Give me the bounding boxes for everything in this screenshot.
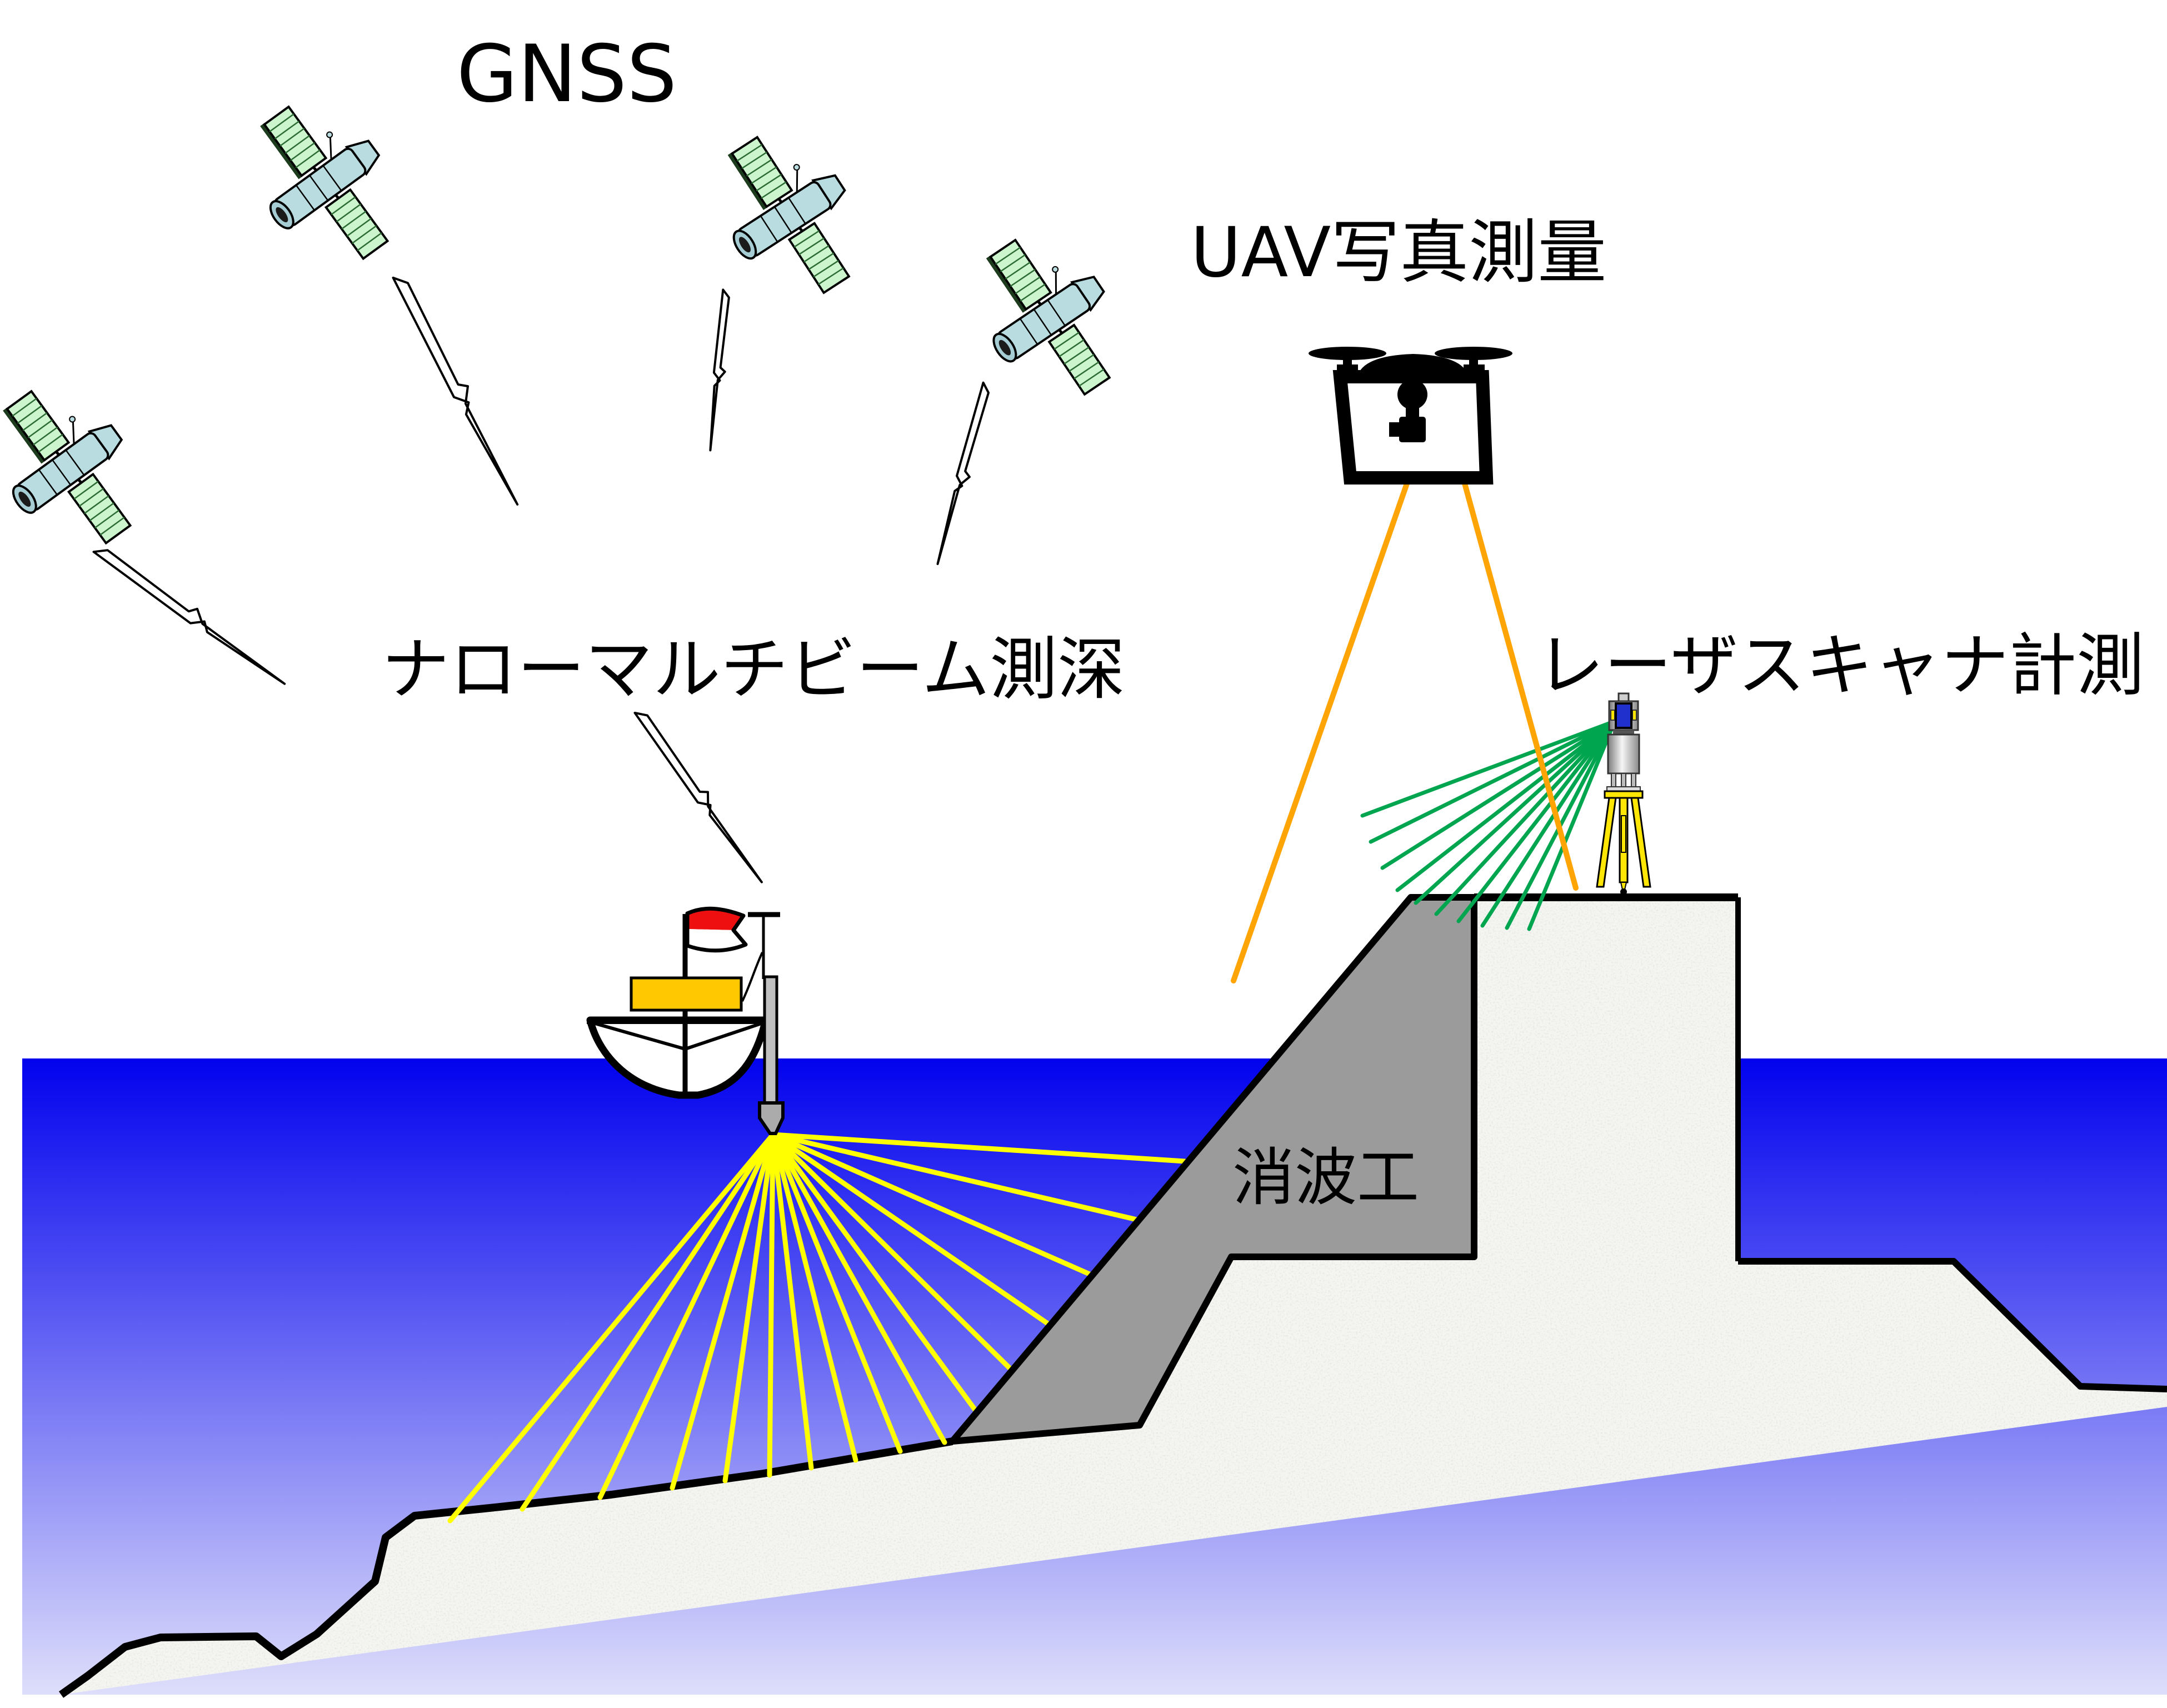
sonar-beam [770,1132,1099,1280]
laser-label: レーザスキャナ計測 [1536,626,2144,705]
laser-beam [1395,719,1617,892]
uav-camera-rays [1231,471,1579,983]
gnss-signal-bolt-icon [936,381,990,565]
laser-beam [1456,719,1617,923]
sonar-beam [770,1132,947,1445]
laser-beam [1380,719,1617,870]
laser-scanner-fan [1360,719,1617,931]
boat-cable [741,952,763,1002]
gnss-signal-bolt-icon [709,288,730,452]
laser-beam [1360,719,1617,818]
scanner-tripod [1596,790,1651,895]
sonar-beam [770,1132,986,1424]
sonar-beam [770,1132,1142,1223]
laser-beam [1434,719,1617,916]
breakwater-wall: 消波工 [949,894,1477,1445]
multibeam-fan [447,1132,1187,1524]
sonar-head [758,1101,785,1135]
laser-beam [1414,719,1617,905]
sonar-beam [770,1132,1187,1164]
uav-label: UAV写真測量 [1191,213,1606,293]
survey-boat [586,906,785,1135]
multibeam-label: ナローマルチビーム測深 [382,630,1125,709]
breakwater-label: 消波工 [1232,1142,1419,1214]
seabed-ground [58,893,2167,1698]
sonar-beam [447,1132,776,1524]
sonar-beam [722,1132,776,1484]
sonar-beam [770,1132,1021,1380]
uav-ray [1459,471,1579,891]
gnss-signal-bolt-icon [392,276,519,506]
gnss-signal-bolt-icon [92,549,286,685]
sonar-beam [770,1132,903,1454]
drone-camera [1389,379,1427,442]
boat-hull [586,1011,770,1099]
laser-beam [1369,719,1617,844]
boat-flag [685,906,748,953]
drone-body [1357,354,1469,377]
boat-cabin [630,976,743,1012]
uav-drone [1309,347,1512,485]
seabed-line [58,1437,953,1698]
sonar-pole [748,912,785,1135]
sonar-beam [670,1132,776,1491]
scanner-window [1615,702,1632,729]
gnss-label: GNSS [457,28,677,120]
gnss-signal-bolts [92,276,990,883]
sonar-beam [520,1132,776,1512]
laser-beam [1527,719,1617,931]
sonar-beam [770,1132,1058,1332]
gnss-signal-bolt-icon [633,712,763,883]
laser-beam [1480,719,1617,928]
sonar-beam [770,1132,858,1463]
right-seabed-line [1738,1258,2167,1392]
sonar-beam [597,1132,776,1500]
scanner-body [1607,733,1640,775]
sonar-beam [770,1132,814,1471]
laser-scanner [1596,692,1651,895]
uav-ray [1231,473,1412,983]
sonar-beam [767,1132,776,1478]
